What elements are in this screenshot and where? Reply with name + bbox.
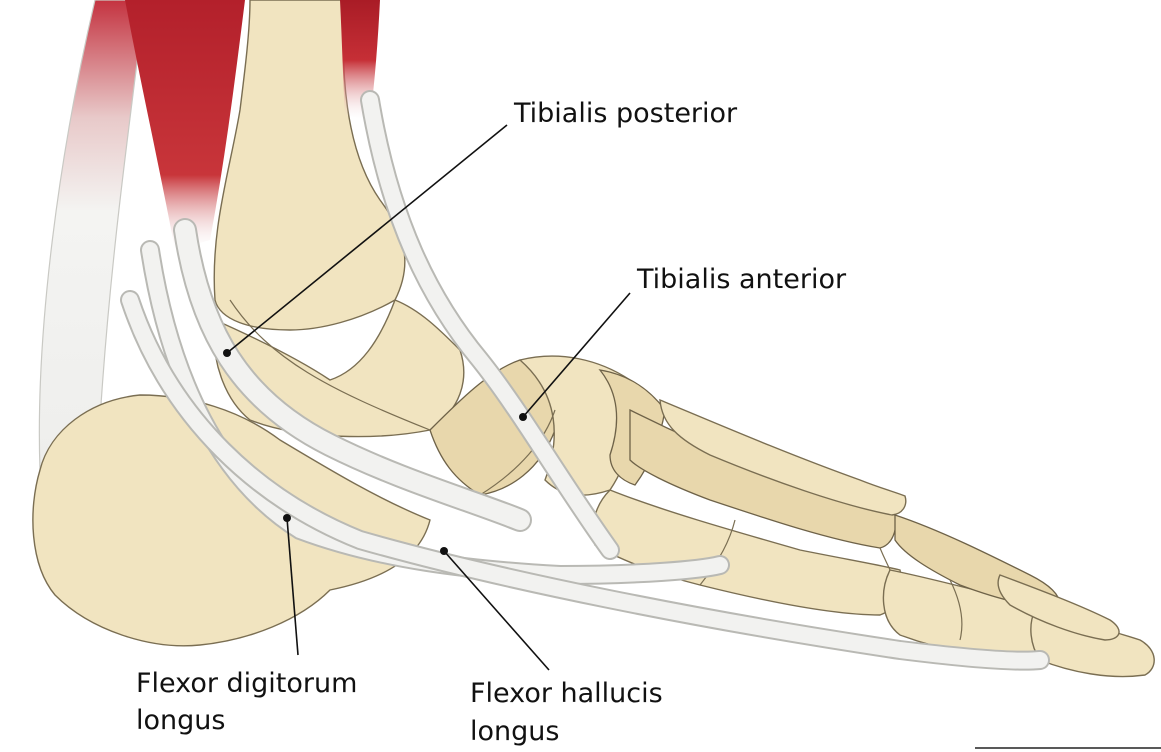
label-tibialis-anterior: Tibialis anterior [636,264,847,295]
label-flexor-digitorum-line2: longus [136,705,225,736]
label-tibialis-posterior: Tibialis posterior [513,98,738,129]
label-flexor-hallucis-line2: longus [470,716,559,747]
label-flexor-hallucis-line1: Flexor hallucis [470,678,663,709]
label-flexor-digitorum-line1: Flexor digitorum [136,668,357,699]
